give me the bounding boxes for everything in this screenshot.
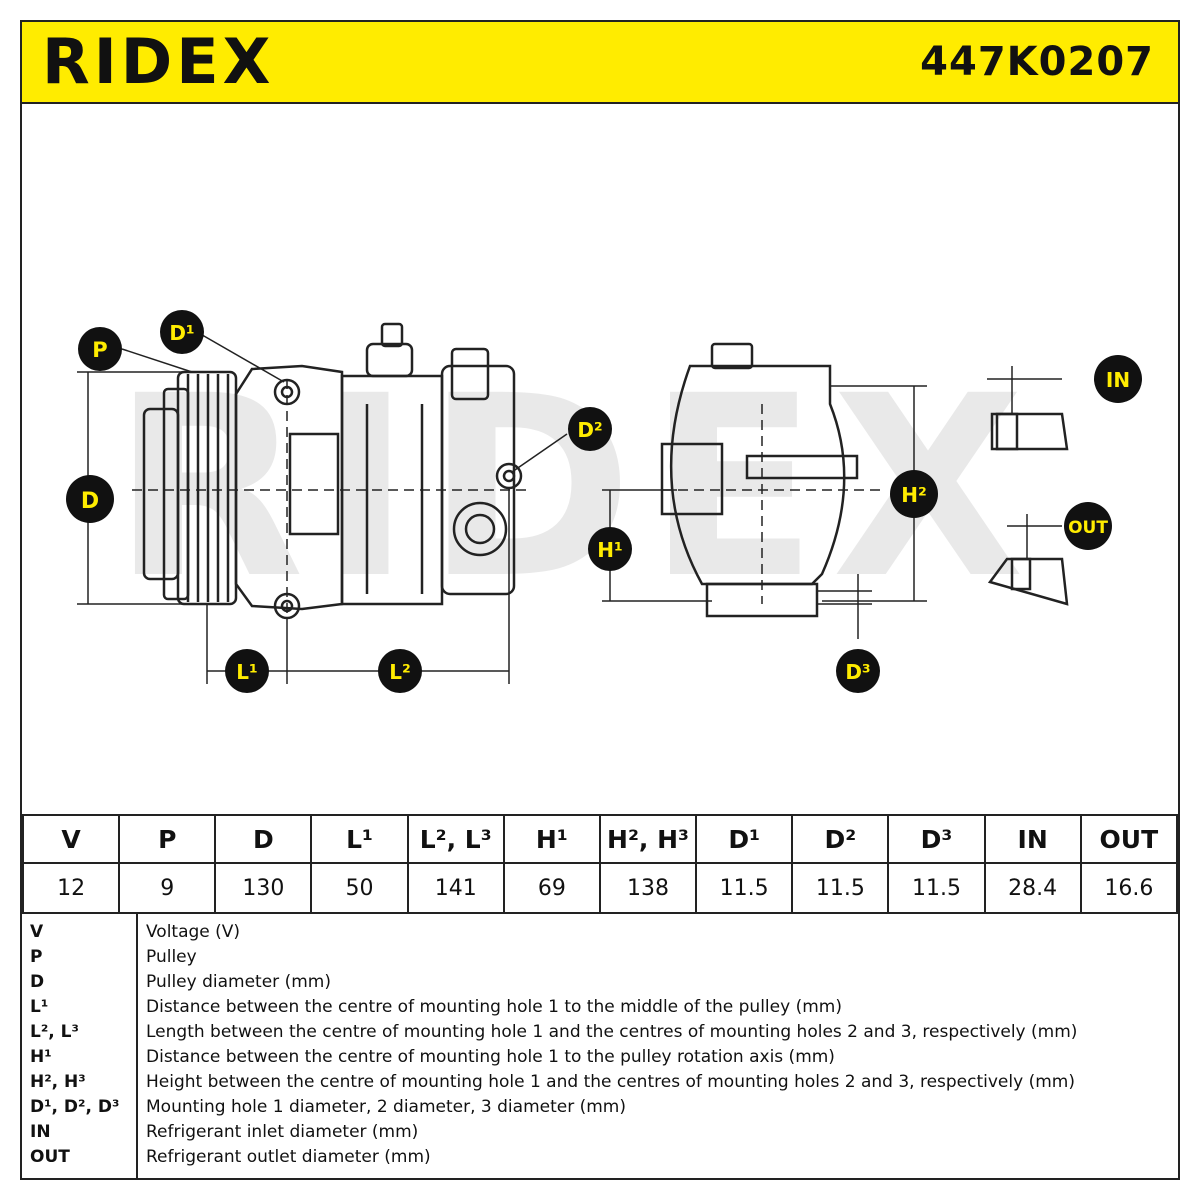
legend-desc: Mounting hole 1 diameter, 2 diameter, 3 …: [146, 1097, 626, 1117]
callout-d2: D²: [568, 407, 612, 451]
spec-value-cell: 11.5: [791, 862, 890, 914]
compressor-front-view: [660, 342, 882, 618]
svg-text:D: D: [81, 489, 99, 514]
legend-row: IN Refrigerant inlet diameter (mm): [22, 1120, 1178, 1145]
spec-header-cell: D¹: [695, 814, 794, 864]
technical-drawing: RIDEX: [22, 104, 1178, 814]
svg-text:D³: D³: [845, 660, 870, 684]
callout-p: P: [78, 327, 122, 371]
legend-code: IN: [30, 1122, 51, 1142]
inlet-port-view: [990, 412, 1069, 451]
legend-row: L¹ Distance between the centre of mounti…: [22, 995, 1178, 1020]
brand-logo: RIDEX: [42, 25, 275, 98]
svg-text:IN: IN: [1106, 368, 1130, 392]
spec-value-row: 12 9 130 50 141 69 138 11.5 11.5 11.5 28…: [21, 862, 1179, 914]
callout-d: D: [66, 475, 114, 523]
spec-header-cell: D: [214, 814, 313, 864]
spec-header-cell: P: [118, 814, 217, 864]
part-number: 447K0207: [920, 39, 1154, 85]
legend-desc: Height between the centre of mounting ho…: [146, 1072, 1075, 1092]
legend-desc: Distance between the centre of mounting …: [146, 997, 842, 1017]
spec-header-cell: L², L³: [406, 814, 505, 864]
legend-code: V: [30, 922, 44, 942]
spec-header-cell: L¹: [310, 814, 409, 864]
legend-divider: [136, 912, 138, 1178]
spec-header-cell: D²: [791, 814, 890, 864]
svg-text:OUT: OUT: [1068, 518, 1108, 538]
legend-desc: Pulley diameter (mm): [146, 972, 331, 992]
svg-text:H²: H²: [901, 483, 927, 507]
spec-value-cell: 9: [118, 862, 217, 914]
svg-text:D²: D²: [577, 418, 602, 442]
legend-code: D¹, D², D³: [30, 1097, 120, 1117]
header-bar: RIDEX 447K0207: [22, 22, 1178, 104]
spec-value-cell: 11.5: [695, 862, 794, 914]
svg-text:L²: L²: [389, 660, 411, 684]
legend-code: OUT: [30, 1147, 70, 1167]
legend-code: L², L³: [30, 1022, 79, 1042]
svg-text:D¹: D¹: [169, 321, 194, 345]
spec-header-row: V P D L¹ L², L³ H¹ H², H³ D¹ D² D³ IN OU…: [21, 814, 1179, 864]
legend-desc: Pulley: [146, 947, 197, 967]
legend-code: L¹: [30, 997, 49, 1017]
spec-header-cell: V: [21, 814, 121, 864]
legend-desc: Length between the centre of mounting ho…: [146, 1022, 1078, 1042]
compressor-side-view: [132, 322, 527, 624]
legend-row: H², H³ Height between the centre of moun…: [22, 1070, 1178, 1095]
spec-value-cell: 12: [21, 862, 121, 914]
spec-value-cell: 138: [598, 862, 698, 914]
callout-d3: D³: [836, 649, 880, 693]
spec-header-cell: H¹: [502, 814, 601, 864]
callout-h2: H²: [890, 470, 938, 518]
legend: V Voltage (V) P Pulley D Pulley diameter…: [22, 912, 1178, 1178]
svg-text:H¹: H¹: [597, 538, 623, 562]
callout-d1: D¹: [160, 310, 204, 354]
legend-row: H¹ Distance between the centre of mounti…: [22, 1045, 1178, 1070]
svg-text:L¹: L¹: [236, 660, 258, 684]
spec-value-cell: 11.5: [887, 862, 986, 914]
spec-header-cell: IN: [983, 814, 1082, 864]
spec-table: V P D L¹ L², L³ H¹ H², H³ D¹ D² D³ IN OU…: [21, 814, 1179, 914]
callout-l1: L¹: [225, 649, 269, 693]
spec-value-cell: 28.4: [983, 862, 1082, 914]
legend-desc: Refrigerant inlet diameter (mm): [146, 1122, 419, 1142]
datasheet: RIDEX 447K0207 RIDEX: [20, 20, 1180, 1180]
callout-out: OUT: [1064, 502, 1112, 550]
legend-code: D: [30, 972, 45, 992]
legend-row: OUT Refrigerant outlet diameter (mm): [22, 1145, 1178, 1170]
spec-value-cell: 141: [406, 862, 505, 914]
spec-header-cell: H², H³: [598, 814, 698, 864]
legend-code: H², H³: [30, 1072, 86, 1092]
spec-value-cell: 69: [502, 862, 601, 914]
legend-row: D Pulley diameter (mm): [22, 970, 1178, 995]
spec-value-cell: 130: [214, 862, 313, 914]
legend-desc: Distance between the centre of mounting …: [146, 1047, 835, 1067]
outlet-port-view: [987, 557, 1069, 606]
spec-value-cell: 16.6: [1079, 862, 1179, 914]
legend-desc: Refrigerant outlet diameter (mm): [146, 1147, 431, 1167]
legend-code: H¹: [30, 1047, 52, 1067]
callout-in: IN: [1094, 355, 1142, 403]
svg-text:P: P: [92, 338, 107, 362]
legend-code: P: [30, 947, 43, 967]
legend-row: V Voltage (V): [22, 920, 1178, 945]
legend-row: D¹, D², D³ Mounting hole 1 diameter, 2 d…: [22, 1095, 1178, 1120]
watermark: RIDEX: [112, 342, 1039, 633]
spec-header-cell: OUT: [1079, 814, 1179, 864]
spec-header-cell: D³: [887, 814, 986, 864]
callout-l2: L²: [378, 649, 422, 693]
callout-h1: H¹: [588, 527, 632, 571]
spec-value-cell: 50: [310, 862, 409, 914]
legend-row: L², L³ Length between the centre of moun…: [22, 1020, 1178, 1045]
legend-desc: Voltage (V): [146, 922, 241, 942]
legend-row: P Pulley: [22, 945, 1178, 970]
